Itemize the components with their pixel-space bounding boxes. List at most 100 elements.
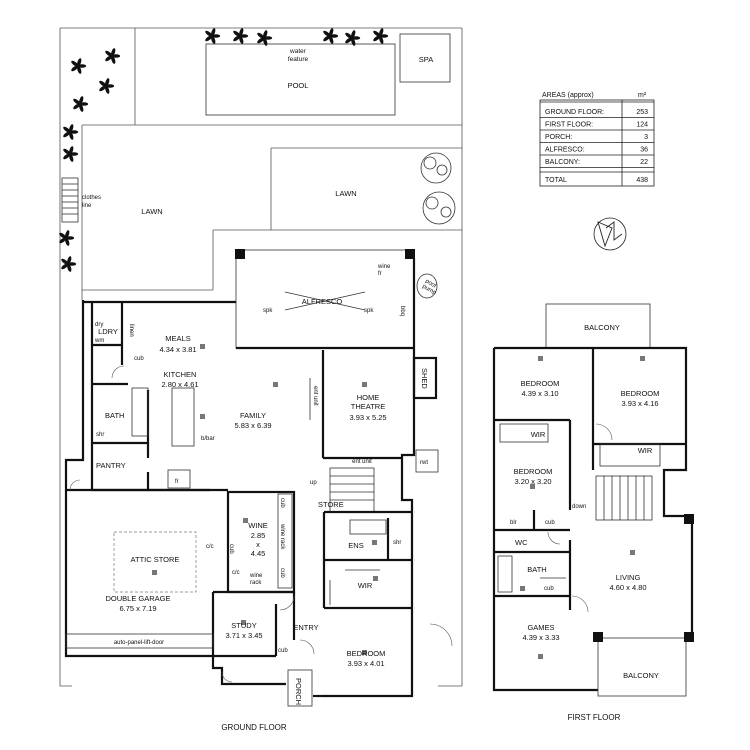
north-arrow-icon [593,217,627,251]
areas-row-value: 124 [636,122,648,129]
meals-dimensions: 4.34 x 3.81 [159,345,196,354]
ceiling-fixtures [152,344,378,655]
first-bath-label: BATH [527,565,546,574]
lawn-left-label: LAWN [141,207,162,216]
fridge-label: fr [175,479,179,485]
wir-label: WIR [358,581,373,590]
bedroom2-label: BEDROOM [621,389,660,398]
pool [205,43,396,116]
alfresco-label: ALFRESCO [302,297,343,306]
palm-icon [257,30,273,46]
living-dimensions: 4.60 x 4.80 [609,583,646,592]
pool-label: POOL [288,81,309,90]
areas-row-label: BALCONY: [545,159,580,166]
areas-table [539,99,655,187]
blr-label: blr [510,520,517,526]
palm-icon [61,256,77,272]
door-swings [69,365,453,683]
areas-row-label: ALFRESCO: [545,147,585,154]
bath-shower-label: shr [96,432,104,438]
areas-row-value: 3 [644,134,648,141]
areas-row-label: PORCH: [545,134,572,141]
first-floor-title: FIRST FLOOR [568,713,621,722]
first-cub1-label: cub [545,520,555,526]
kitchen-dimensions: 2.80 x 4.61 [161,380,198,389]
family-dimensions: 5.83 x 6.39 [234,421,271,430]
areas-total-label: TOTAL [545,177,567,184]
ground-bedroom-dimensions: 3.93 x 4.01 [347,659,384,668]
palm-icon [71,58,87,74]
porch-label: PORCH [294,678,303,705]
shed-label: SHED [420,368,429,389]
linen-label: linen [128,324,134,337]
store-label: STORE [318,500,344,509]
cc-label-1: c/c [206,544,214,550]
ent-unit-horizontal: ent unit [352,459,372,465]
wine-room-label: WINE [248,521,268,530]
laundry-label: LDRY [98,327,118,336]
auto-door-label: auto-panel-lift-door [114,640,164,646]
garage-dimensions: 6.75 x 7.19 [119,604,156,613]
attic-store-label: ATTIC STORE [131,555,180,564]
bedroom3-label: BEDROOM [514,467,553,476]
first-floor-doors [547,423,613,613]
lawn-right-label: LAWN [335,189,356,198]
living-label: LIVING [616,573,641,582]
spa [399,33,451,83]
study-cub-label: cub [278,648,288,654]
speaker-label-2: spk [364,308,374,314]
ensuite-shower-label: shr [393,540,401,546]
stairs-down-label: down [572,504,586,510]
stairs-up-label: up [310,480,317,486]
ground-floor-walls [64,249,439,707]
bar-label: b/bar [201,436,215,442]
palm-icon [205,28,221,44]
wir1-label: WIR [531,430,546,439]
kitchen-label: KITCHEN [164,370,197,379]
first-cub2-label: cub [544,586,554,592]
wine-cub-1: cub [279,498,285,508]
study-dimensions: 3.71 x 3.45 [225,631,262,640]
ground-bedroom-label: BEDROOM [347,649,386,658]
washing-machine-label: wm [94,338,104,344]
bbq-label: bbq [399,306,405,316]
garage-label: DOUBLE GARAGE [105,594,170,603]
bedroom3-dimensions: 3.20 x 3.20 [514,477,551,486]
tree-icon [420,152,456,225]
balcony-top-label: BALCONY [584,323,620,332]
areas-row-value: 36 [640,147,648,154]
study-label: STUDY [231,621,256,630]
palm-icon [99,78,115,94]
home-theatre-dimensions: 3.93 x 5.25 [349,413,386,422]
areas-header-label: AREAS (approx) [542,92,594,99]
wine-cub-3: cub [228,544,234,554]
areas-row-label: FIRST FLOOR: [545,122,593,129]
site-boundary [59,27,463,687]
games-label: GAMES [527,623,554,632]
palm-icon [373,28,389,44]
palm-icon [73,96,89,112]
palm-icon [63,146,79,162]
meals-label: MEALS [165,334,190,343]
pool-pump-label: poolpump [421,279,441,297]
entry-label: ENTRY [293,623,318,632]
wc-label: WC [515,538,528,547]
bedroom1-dimensions: 4.39 x 3.10 [521,389,558,398]
balcony-bottom-label: BALCONY [623,671,659,680]
ground-floor-title: GROUND FLOOR [221,723,287,732]
games-dimensions: 4.39 x 3.33 [522,633,559,642]
clothes-line [61,177,79,223]
rainwater-tank-label: rwt [420,460,428,466]
areas-row-value: 22 [640,159,648,166]
areas-row-value: 253 [636,109,648,116]
pool-pump [416,273,438,299]
first-floor-fixtures [520,356,645,659]
wir2-label: WIR [638,446,653,455]
